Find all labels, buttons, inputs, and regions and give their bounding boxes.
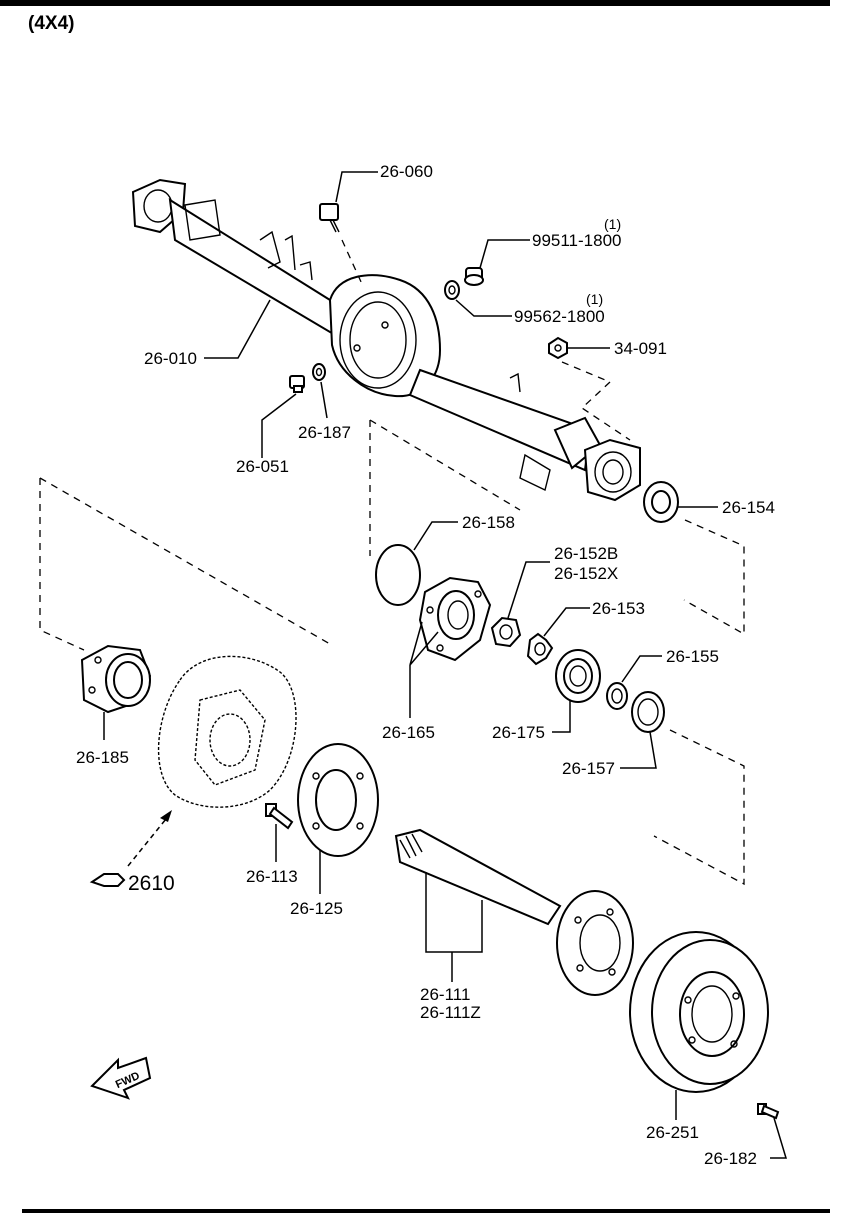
label-26-158[interactable]: 26-158 <box>462 513 515 532</box>
gasket-26-125[interactable] <box>297 743 379 857</box>
label-26-111z[interactable]: 26-111Z <box>420 1003 481 1022</box>
label-26-152x[interactable]: 26-152X <box>554 564 618 583</box>
nut-34-091[interactable] <box>548 336 568 360</box>
leader-26-060 <box>335 171 378 203</box>
axle-housing[interactable] <box>131 178 641 502</box>
label-26-152b[interactable]: 26-152B <box>554 544 618 563</box>
hub-26-185[interactable] <box>80 644 152 714</box>
qty-99511-1800: (1) <box>604 216 621 232</box>
top-rule <box>0 0 830 6</box>
drain-plug-99511-1800[interactable] <box>464 267 484 286</box>
axle-shaft-26-111[interactable] <box>394 828 634 996</box>
oil-seal-26-154[interactable] <box>643 481 679 523</box>
bottom-rule <box>22 1209 830 1213</box>
label-99562-1800[interactable]: 99562-1800 <box>514 307 605 326</box>
plug-26-051[interactable] <box>289 375 305 393</box>
lock-washer-26-153[interactable] <box>526 632 554 666</box>
label-26-153[interactable]: 26-153 <box>592 599 645 618</box>
spacer-26-155[interactable] <box>606 682 628 710</box>
label-34-091[interactable]: 34-091 <box>614 339 667 358</box>
washer-26-187[interactable] <box>312 363 326 381</box>
screw-26-182[interactable] <box>757 1103 780 1120</box>
breather-vent-26-060[interactable] <box>319 203 340 233</box>
bearing-26-157[interactable] <box>631 691 665 733</box>
gasket-99562-1800[interactable] <box>444 280 460 300</box>
o-ring-26-158[interactable] <box>375 544 421 606</box>
label-99511-1800[interactable]: 99511-1800 <box>532 231 622 250</box>
label-26-165[interactable]: 26-165 <box>382 723 435 742</box>
label-26-010[interactable]: 26-010 <box>144 349 197 368</box>
label-26-187[interactable]: 26-187 <box>298 423 351 442</box>
label-26-111[interactable]: 26-111 <box>420 985 470 1004</box>
bearing-retainer-26-165[interactable] <box>418 576 492 662</box>
label-26-125[interactable]: 26-125 <box>290 899 343 918</box>
bearing-26-175[interactable] <box>555 649 601 703</box>
label-26-060[interactable]: 26-060 <box>380 162 433 181</box>
lock-nut-26-152[interactable] <box>490 616 522 648</box>
bolt-26-113[interactable] <box>265 803 294 830</box>
label-26-113[interactable]: 26-113 <box>246 867 298 886</box>
label-26-051[interactable]: 26-051 <box>236 457 289 476</box>
label-26-182[interactable]: 26-182 <box>704 1149 757 1168</box>
qty-99562-1800: (1) <box>586 291 603 307</box>
brake-drum-26-251[interactable] <box>629 931 769 1093</box>
label-26-155[interactable]: 26-155 <box>666 647 719 666</box>
hand-pointer-icon <box>89 873 126 887</box>
variant-title: (4X4) <box>28 13 74 34</box>
label-26-251[interactable]: 26-251 <box>646 1123 699 1142</box>
fwd-arrow-icon: FWD <box>90 1056 152 1100</box>
label-26-175[interactable]: 26-175 <box>492 723 545 742</box>
label-26-185[interactable]: 26-185 <box>76 748 129 767</box>
label-26-154[interactable]: 26-154 <box>722 498 775 517</box>
label-26-157[interactable]: 26-157 <box>562 759 615 778</box>
ref-2610[interactable]: 2610 <box>128 872 175 895</box>
brake-backing-plate[interactable] <box>157 655 297 808</box>
